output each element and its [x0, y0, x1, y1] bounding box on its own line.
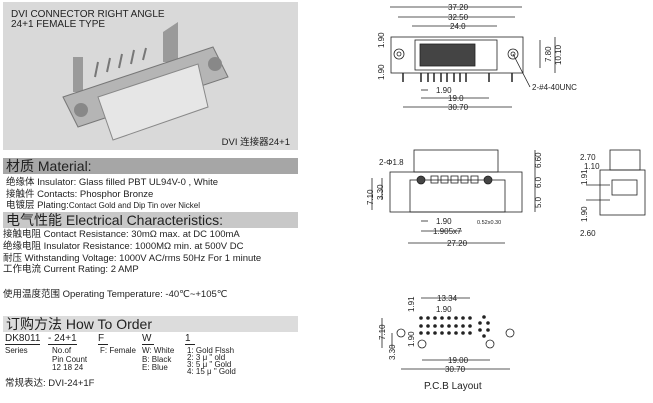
dimension-label: P.C.B Layout [424, 381, 482, 392]
dimension-label: 7.10 [378, 324, 387, 340]
dimension-label: 1.10 [584, 162, 600, 171]
dimension-label: 7.80 [544, 46, 553, 62]
dimension-label: 5.0 [534, 196, 543, 208]
dimension-label: No.of [52, 346, 72, 355]
dimension-label: 3.30 [388, 344, 397, 360]
code-series: DK8011 [5, 333, 41, 345]
dimension-label: 1.91 [407, 296, 416, 312]
dimension-label: 10.10 [554, 44, 563, 65]
end-view-drawing [586, 149, 646, 216]
dimension-label: 32.50 [448, 13, 469, 22]
dimension-label: 1.905x7 [433, 227, 462, 236]
dimension-label: 19.00 [448, 356, 469, 365]
dimension-label: 37.20 [448, 3, 469, 12]
current-rating: 工作电流 Current Rating: 2 AMP [3, 264, 139, 275]
dimension-label: 27.20 [447, 239, 468, 248]
pcb-layout-drawing [381, 297, 515, 370]
dimension-label: 3: 5 μ " Gold [187, 360, 232, 369]
dimension-label: 2.60 [580, 229, 596, 238]
code-plating: 1 [185, 333, 195, 345]
contact-resistance: 接触电阻 Contact Resistance: 30mΩ max. at DC… [3, 229, 240, 240]
dimension-label: Pin Count [52, 354, 88, 364]
dimension-label: 0.52x0.30 [477, 220, 501, 226]
dimension-label: 1.91 [580, 169, 589, 185]
dimension-label: 12 18 24 [52, 363, 84, 372]
photo-caption: DVI 连接器24+1 [221, 137, 290, 148]
operating-temperature: 使用温度范围 Operating Temperature: -40℃~+105℃ [3, 289, 228, 300]
dimension-label: 30.70 [448, 103, 469, 112]
insulator-resistance: 绝缘电阻 Insulator Resistance: 1000MΩ min. a… [3, 241, 244, 252]
dimension-label: 1.90 [436, 217, 452, 226]
dimension-label: 4: 15 μ " Gold [187, 367, 236, 376]
code-pins: - 24+1 [48, 333, 77, 345]
dimension-label: 电镀层 Plating: [6, 200, 69, 211]
dimension-label: 1.90 [436, 86, 452, 95]
side-view-drawing [371, 149, 536, 244]
material-header: 材质 Material: [3, 158, 298, 174]
withstanding-voltage: 耐压 Withstanding Voltage: 1000V AC/rms 50… [3, 253, 262, 264]
dimension-label: W: White [142, 346, 175, 355]
series-label: Series [5, 346, 28, 355]
dimension-label: 19.0 [448, 94, 464, 103]
gender-label: F: Female [100, 346, 137, 355]
dimension-label: 7.10 [366, 189, 375, 205]
top-view-drawing [390, 6, 556, 108]
material-contacts: 接触件 Contacts: Phosphor Bronze [6, 189, 154, 200]
dimension-label: 24+1 FEMALE TYPE [11, 19, 106, 30]
order-header: 订购方法 How To Order [3, 316, 298, 332]
dimension-label: 13.34 [437, 294, 458, 303]
dimension-label: 1.90 [377, 64, 386, 80]
dimension-label: 1.90 [580, 206, 589, 222]
material-plating: 电镀层 Plating:Contact Gold and Dip Tin ove… [6, 200, 200, 211]
dimension-label: Contact Gold and Dip Tin over Nickel [68, 201, 200, 210]
dimension-label: 1.90 [377, 32, 386, 48]
dimension-label: 1.90 [407, 331, 416, 347]
code-color: W [142, 333, 154, 345]
electrical-header: 电气性能 Electrical Characteristics: [3, 212, 298, 228]
dimension-label: 2-#4-40UNC [532, 83, 577, 92]
dimension-label: 1: Gold Flssh [187, 346, 235, 355]
material-insulator: 绝缘体 Insulator: Glass filled PBT UL94V-0 … [6, 177, 219, 188]
dimension-label: E: Blue [142, 363, 168, 372]
dimension-label: 24.0 [450, 22, 466, 31]
dimension-label: 6.60 [534, 152, 543, 168]
dimension-label: 6.0 [534, 176, 543, 188]
connector-image [62, 22, 229, 141]
dimension-label: 1.90 [436, 305, 452, 314]
dimension-label: DVI CONNECTOR RIGHT ANGLE [11, 9, 165, 20]
dimension-label: 2-Φ1.8 [379, 158, 404, 167]
dimension-label: 30.70 [445, 365, 466, 374]
dimension-label: 2: 3 μ " old [187, 353, 226, 362]
dimension-label: 2.70 [580, 153, 596, 162]
standard-expression: 常规表达: DVI-24+1F [5, 378, 95, 389]
code-gender: F [98, 333, 108, 345]
dimension-label: 3.30 [376, 184, 385, 200]
dimension-label: B: Black [142, 354, 172, 364]
